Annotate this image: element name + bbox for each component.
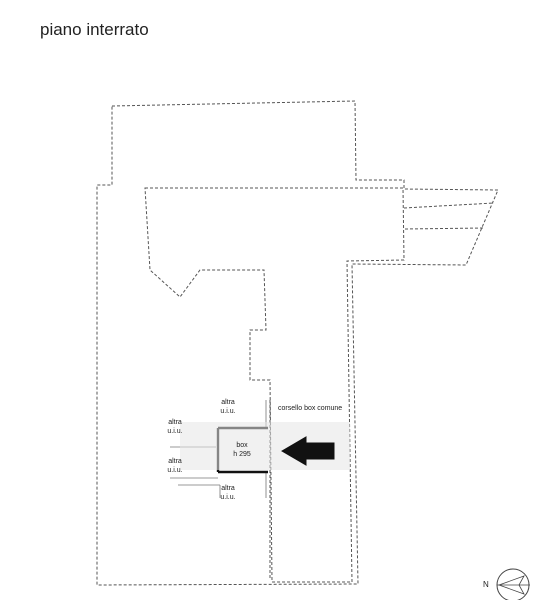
- label-corridor: corsello box comune: [278, 405, 343, 412]
- ramp-line: [404, 227, 485, 230]
- label-text: u.i.u.: [167, 467, 183, 474]
- outer-outline: [96, 100, 499, 586]
- compass-letter: N: [483, 580, 489, 589]
- label-altra-top: altra u.i.u.: [210, 398, 246, 416]
- arrow-icon: [281, 436, 335, 466]
- inner-outline: [144, 187, 405, 583]
- label-altra-left-2: altra u.i.u.: [158, 457, 192, 475]
- label-altra-left-1: altra u.i.u.: [158, 418, 192, 436]
- compass-icon: [496, 568, 530, 600]
- ramp-line: [403, 202, 495, 209]
- page-title: piano interrato: [40, 20, 149, 39]
- box-label: box: [236, 442, 248, 449]
- label-box: box h 295: [222, 441, 262, 459]
- label-text: u.i.u.: [167, 428, 183, 435]
- label-text: altra: [221, 399, 235, 406]
- label-text: altra: [168, 458, 182, 465]
- label-text: u.i.u.: [220, 494, 236, 501]
- label-text: altra: [168, 419, 182, 426]
- label-text: u.i.u.: [220, 408, 236, 415]
- label-altra-bottom: altra u.i.u.: [210, 484, 246, 502]
- box-height: h 295: [233, 451, 251, 458]
- label-text: altra: [221, 485, 235, 492]
